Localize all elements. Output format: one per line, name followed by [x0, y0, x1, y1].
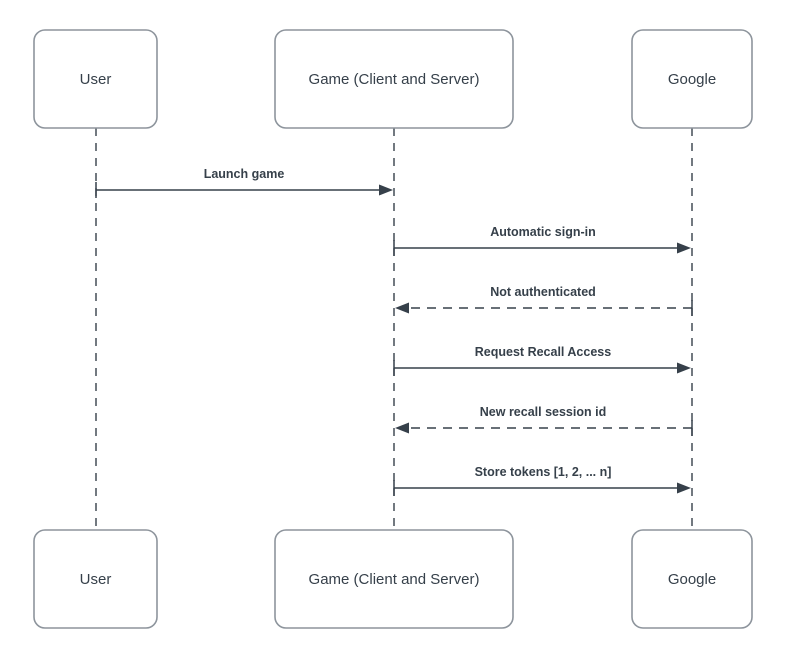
actor-label-game-top: Game (Client and Server) — [309, 71, 480, 88]
actor-box-game-bottom[interactable]: Game (Client and Server) — [274, 529, 514, 629]
header-actors-group: User Game (Client and Server) Google — [33, 29, 753, 129]
message-automatic-sign-in[interactable]: Automatic sign-in — [393, 225, 691, 256]
actor-label-user-bottom: User — [80, 571, 112, 588]
message-new-recall-session-id[interactable]: New recall session id — [395, 405, 693, 436]
message-request-recall-access[interactable]: Request Recall Access — [393, 345, 691, 376]
actor-box-user-bottom[interactable]: User — [33, 529, 158, 629]
actor-box-user-top[interactable]: User — [33, 29, 158, 129]
actor-box-game-top[interactable]: Game (Client and Server) — [274, 29, 514, 129]
message-label-1: Launch game — [204, 167, 285, 181]
actor-label-google-top: Google — [668, 71, 716, 88]
actor-box-google-bottom[interactable]: Google — [631, 529, 753, 629]
actor-rect-google-bottom — [631, 529, 753, 629]
message-not-authenticated[interactable]: Not authenticated — [395, 285, 693, 316]
actor-rect-user-bottom — [33, 529, 158, 629]
actor-rect-game-top — [274, 29, 514, 129]
message-label-5: New recall session id — [480, 405, 606, 419]
message-store-tokens[interactable]: Store tokens [1, 2, ... n] — [393, 465, 691, 496]
message-label-3: Not authenticated — [490, 285, 596, 299]
actor-rect-google-top — [631, 29, 753, 129]
arrow-head-left-5 — [395, 422, 409, 434]
arrow-head-right-4 — [677, 362, 691, 374]
actor-label-game-bottom: Game (Client and Server) — [309, 571, 480, 588]
actor-rect-game-bottom — [274, 529, 514, 629]
message-label-4: Request Recall Access — [475, 345, 611, 359]
actor-label-user-top: User — [80, 71, 112, 88]
message-label-6: Store tokens [1, 2, ... n] — [475, 465, 612, 479]
arrow-head-right-6 — [677, 482, 691, 494]
actor-label-google-bottom: Google — [668, 571, 716, 588]
arrow-head-right-1 — [379, 184, 393, 196]
message-launch-game[interactable]: Launch game — [95, 167, 393, 198]
actor-box-google-top[interactable]: Google — [631, 29, 753, 129]
arrow-head-left-3 — [395, 302, 409, 314]
arrow-head-right-2 — [677, 242, 691, 254]
message-label-2: Automatic sign-in — [490, 225, 596, 239]
footer-actors-group: User Game (Client and Server) Google — [33, 529, 753, 629]
actor-rect-user-top — [33, 29, 158, 129]
